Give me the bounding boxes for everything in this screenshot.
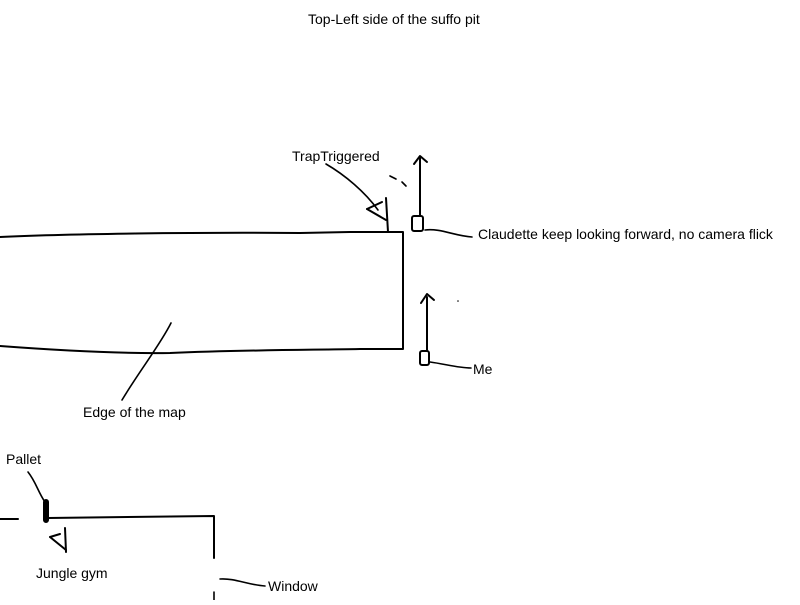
claudette-up-arrow-icon (413, 155, 428, 216)
me-pointer-line (429, 361, 472, 369)
survivor-claudette-icon (411, 215, 424, 232)
pallet-label: Pallet (6, 451, 42, 467)
pallet-icon (43, 499, 49, 523)
jungle-gym-trap-icon (49, 527, 67, 553)
diagram-title: Top-Left side of the suffo pit (308, 11, 480, 27)
jungle-gym-wall (0, 515, 215, 559)
edge-of-map-label: Edge of the map (83, 404, 186, 420)
me-label: Me (473, 361, 493, 377)
map-edge-block (0, 231, 404, 355)
claudette-label: Claudette keep looking forward, no camer… (478, 226, 773, 242)
stray-dot (457, 300, 459, 302)
claudette-pointer-line (424, 228, 473, 238)
me-up-arrow-icon (420, 293, 435, 351)
trap-label: TrapTriggered (292, 148, 380, 164)
survivor-me-icon (419, 350, 430, 366)
trap-dash-2 (401, 181, 407, 187)
jungle-gym-label: Jungle gym (36, 565, 108, 581)
window-label: Window (268, 578, 318, 594)
window-pointer-line (219, 578, 266, 587)
trap-icon (366, 197, 389, 233)
trap-dash-1 (389, 175, 397, 180)
edge-pointer-line (121, 322, 172, 401)
pallet-pointer-line (27, 471, 46, 503)
trap-pointer-line (325, 163, 379, 211)
